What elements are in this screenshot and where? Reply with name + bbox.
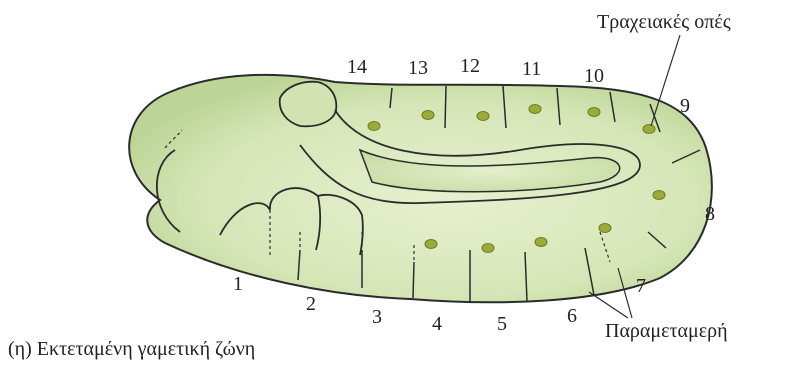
spiracle	[477, 112, 489, 121]
segment-number-1: 1	[233, 273, 243, 295]
spiracle	[535, 238, 547, 247]
spiracle	[653, 191, 665, 200]
segment-number-13: 13	[408, 57, 428, 79]
segment-number-8: 8	[705, 203, 715, 225]
spiracle	[643, 125, 655, 134]
parasegments-label: Παραμεταμερή	[605, 320, 728, 342]
segment-number-5: 5	[497, 313, 507, 335]
segment-number-10: 10	[584, 65, 604, 87]
spiracle	[588, 108, 600, 117]
spiracle	[422, 111, 434, 120]
segment-number-14: 14	[347, 56, 367, 78]
tracheal-openings-label: Τραχειακές οπές	[597, 11, 731, 33]
segment-number-9: 9	[680, 95, 690, 117]
parasegment-leader-1	[589, 292, 628, 318]
spiracle	[368, 122, 380, 131]
spiracle	[529, 105, 541, 114]
spiracle	[425, 240, 437, 249]
segment-number-2: 2	[306, 293, 316, 315]
segment-number-12: 12	[460, 55, 480, 77]
segment-number-7: 7	[636, 275, 646, 297]
segment-number-6: 6	[567, 305, 577, 327]
germ-band-flap	[280, 82, 337, 127]
segment-number-4: 4	[432, 313, 442, 335]
segment-number-3: 3	[372, 306, 382, 328]
spiracle	[599, 224, 611, 233]
spiracle	[482, 244, 494, 253]
figure-caption: (η) Εκτεταμένη γαμετική ζώνη	[8, 338, 255, 360]
segment-number-11: 11	[522, 58, 541, 80]
